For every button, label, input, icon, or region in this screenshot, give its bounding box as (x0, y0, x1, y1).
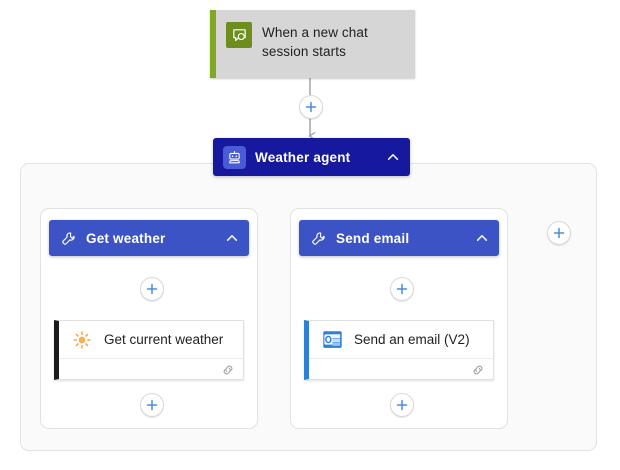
agent-label: Weather agent (255, 149, 351, 165)
tool-label: Send email (336, 230, 410, 246)
agent-node-weather-agent[interactable]: Weather agent (213, 138, 410, 176)
add-step-get-weather-bottom[interactable] (140, 393, 164, 417)
wrench-icon (309, 229, 327, 247)
sun-icon (71, 329, 93, 351)
chevron-up-icon[interactable] (225, 231, 239, 245)
action-card-send-an-email[interactable]: Send an email (V2) (304, 320, 494, 380)
tool-node-send-email[interactable]: Send email (299, 220, 499, 256)
trigger-label: When a new chat session starts (262, 25, 368, 59)
robot-icon (223, 145, 246, 169)
action-card-footer (59, 358, 243, 380)
add-step-get-weather-top[interactable] (140, 277, 164, 301)
action-card-get-current-weather[interactable]: Get current weather (54, 320, 244, 380)
chevron-up-icon[interactable] (475, 231, 489, 245)
link-icon[interactable] (221, 363, 235, 377)
tool-label: Get weather (86, 230, 166, 246)
action-card-header: Get current weather (59, 321, 243, 358)
action-card-header: Send an email (V2) (309, 321, 493, 358)
outlook-icon (321, 329, 343, 351)
link-icon[interactable] (471, 363, 485, 377)
action-card-title: Send an email (V2) (354, 332, 470, 347)
add-tool[interactable] (547, 221, 571, 245)
chevron-up-icon[interactable] (386, 150, 400, 164)
add-step-send-email-bottom[interactable] (390, 393, 414, 417)
add-step-after-trigger[interactable] (299, 95, 323, 119)
trigger-card[interactable]: When a new chat session starts (210, 10, 415, 78)
chat-bubble-icon (226, 22, 252, 48)
action-card-footer (309, 358, 493, 380)
wrench-icon (59, 229, 77, 247)
add-step-send-email-top[interactable] (390, 277, 414, 301)
action-card-title: Get current weather (104, 332, 224, 347)
tool-node-get-weather[interactable]: Get weather (49, 220, 249, 256)
